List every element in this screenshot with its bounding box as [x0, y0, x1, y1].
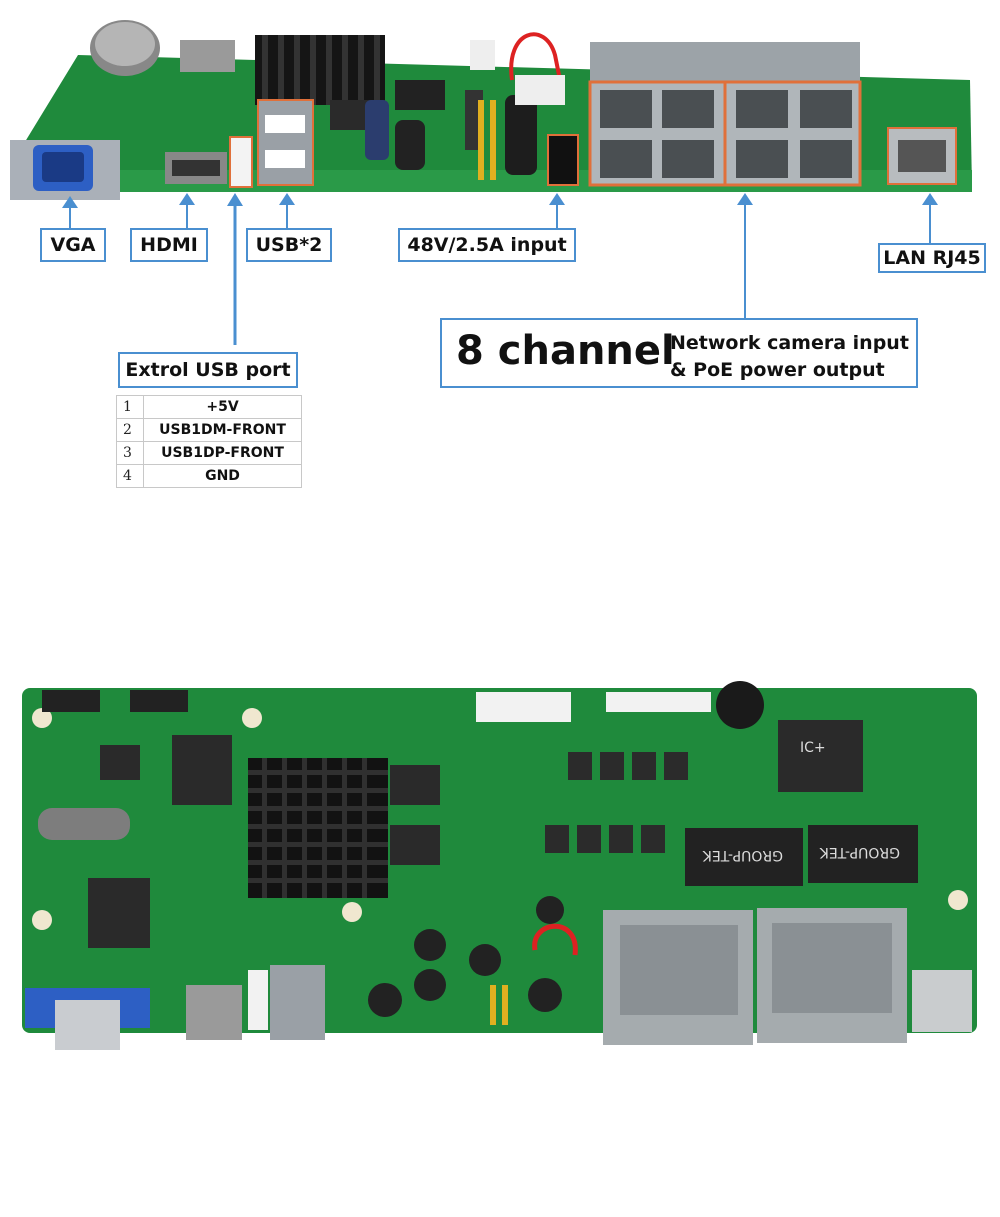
pin-number: 3: [116, 441, 144, 465]
bottom-board: IC+ GROUP-TEK GROUP-TEK: [22, 681, 977, 1050]
channels-callout: 8 channel Network camera input & PoE pow…: [440, 318, 918, 388]
usb2-label: USB*2: [246, 228, 332, 262]
channels-description: Network camera input & PoE power output: [670, 330, 909, 384]
vga-connector-bottom: [25, 988, 150, 1050]
top-heatsink: [255, 35, 385, 105]
power-jack: [547, 134, 579, 186]
extrol-usb-label: Extrol USB port: [118, 352, 298, 388]
svg-text:IC+: IC+: [800, 740, 826, 756]
rj45-poe-block: [588, 42, 862, 187]
transformer-2: GROUP-TEK: [808, 825, 918, 883]
vga-connector: [10, 140, 120, 200]
hdmi-connector-bottom: [186, 985, 242, 1040]
buzzer-icon: [716, 681, 764, 729]
transformer-1: GROUP-TEK: [685, 828, 803, 886]
table-row: 2 USB1DM-FRONT: [116, 418, 302, 442]
bottom-heatsink: [248, 758, 388, 898]
pin-number: 1: [116, 395, 144, 419]
channels-title: 8 channel: [456, 328, 675, 374]
channels-desc-line-1: Network camera input: [670, 332, 909, 354]
usb-connector-bottom: [270, 965, 325, 1040]
lan-rj45-bottom: [912, 970, 972, 1032]
table-row: 3 USB1DP-FRONT: [116, 441, 302, 465]
usb-stack: [257, 99, 314, 186]
hdmi-top-connector: [180, 40, 235, 72]
table-row: 4 GND: [116, 464, 302, 488]
channels-desc-line-2: & PoE power output: [670, 359, 885, 381]
pin-signal: USB1DM-FRONT: [143, 418, 302, 442]
top-board: [10, 20, 972, 200]
table-row: 1 +5V: [116, 395, 302, 419]
ic-plus-chip: IC+: [778, 720, 863, 792]
extrol-usb-connector: [229, 136, 253, 188]
pin-number: 4: [116, 464, 144, 488]
pin-signal: GND: [143, 464, 302, 488]
pin-table: 1 +5V 2 USB1DM-FRONT 3 USB1DP-FRONT 4 GN…: [116, 395, 302, 488]
pin-number: 2: [116, 418, 144, 442]
svg-text:GROUP-TEK: GROUP-TEK: [702, 847, 783, 863]
pin-signal: +5V: [143, 395, 302, 419]
pin-signal: USB1DP-FRONT: [143, 441, 302, 465]
power-input-label: 48V/2.5A input: [398, 228, 576, 262]
svg-text:GROUP-TEK: GROUP-TEK: [819, 844, 900, 860]
rj45-block-right: [757, 908, 907, 1043]
rj45-block-left: [603, 910, 753, 1045]
vga-label: VGA: [40, 228, 106, 262]
hdmi-label: HDMI: [130, 228, 208, 262]
lan-label: LAN RJ45: [878, 243, 986, 273]
